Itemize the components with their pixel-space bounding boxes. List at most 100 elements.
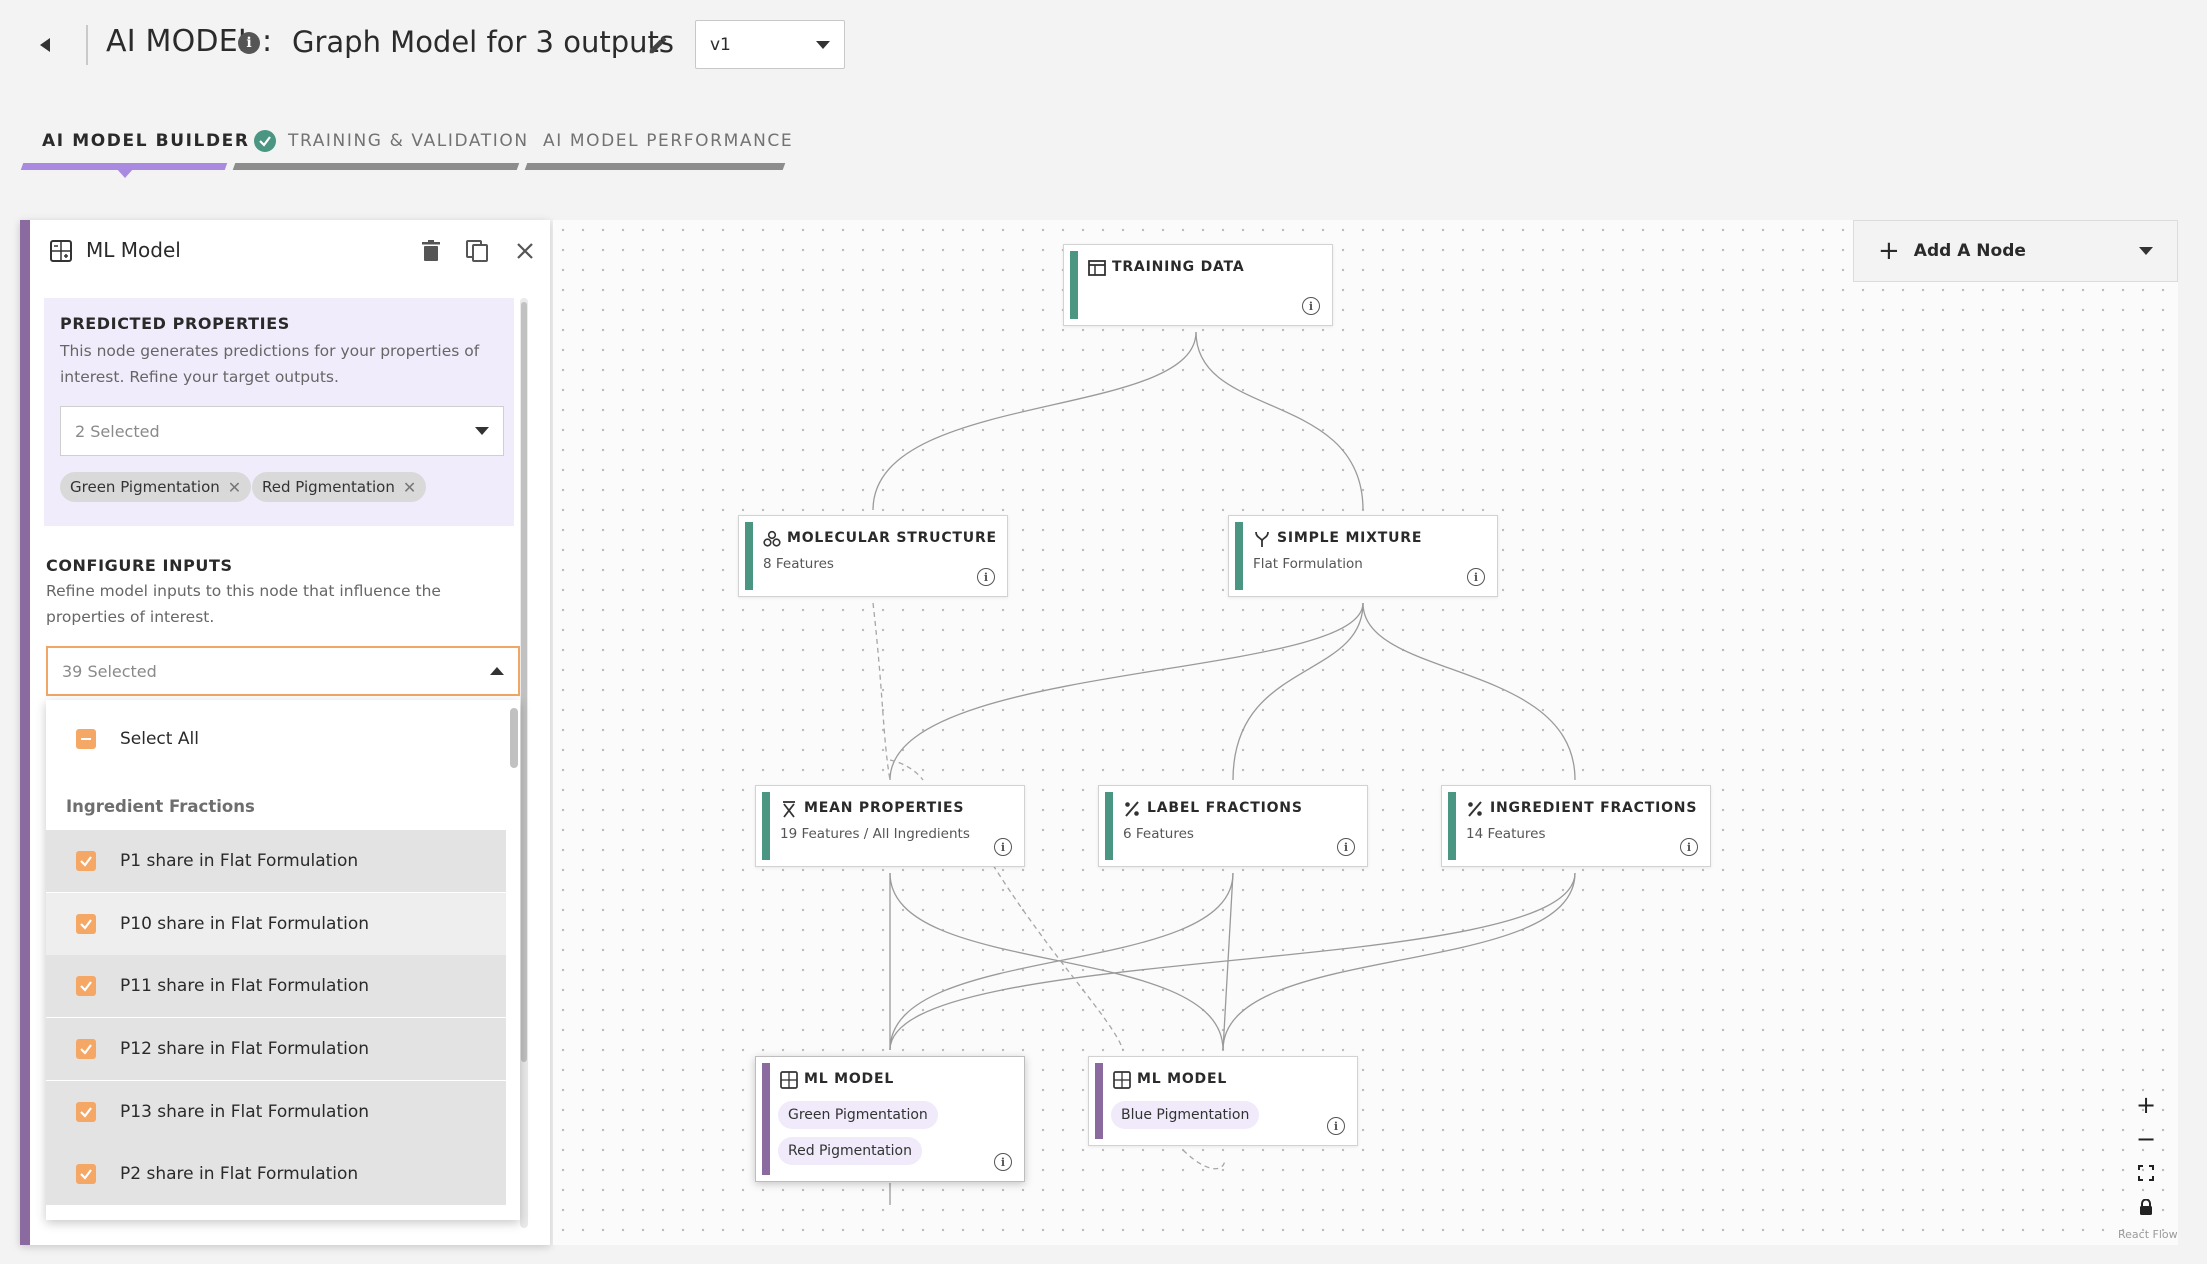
- chevron-down-icon: [816, 40, 830, 49]
- minus-icon: −: [2135, 1125, 2157, 1153]
- option-label: P10 share in Flat Formulation: [120, 914, 370, 934]
- page-title-prefix: AI MODEL: [106, 24, 255, 59]
- checkbox-checked-icon[interactable]: [76, 1102, 96, 1122]
- close-panel-button[interactable]: [510, 236, 540, 266]
- node-ingredient-fractions[interactable]: INGREDIENT FRACTIONS 14 Features i: [1441, 785, 1711, 867]
- node-accent: [1095, 1063, 1103, 1139]
- option-label: Select All: [120, 729, 199, 749]
- remove-chip-icon[interactable]: ✕: [227, 477, 242, 497]
- predicted-properties-select[interactable]: 2 Selected: [60, 406, 504, 456]
- section-title: PREDICTED PROPERTIES: [60, 314, 290, 333]
- node-training-data[interactable]: TRAINING DATA i: [1063, 244, 1333, 326]
- react-flow-attribution[interactable]: React Flow: [2118, 1228, 2178, 1241]
- option-group-label: Ingredient Fractions: [66, 797, 255, 816]
- checkbox-checked-icon[interactable]: [76, 914, 96, 934]
- edge: [889, 872, 1576, 1051]
- edge-dashed: [992, 864, 1124, 1051]
- node-ml-model[interactable]: ML MODEL Blue Pigmentation i: [1088, 1056, 1358, 1146]
- dropdown-scrollbar[interactable]: [510, 708, 518, 768]
- edge: [1222, 872, 1576, 1051]
- tab-indicator: [524, 163, 786, 170]
- list-item[interactable]: P2 share in Flat Formulation: [46, 1143, 506, 1205]
- node-title: TRAINING DATA: [1112, 259, 1245, 275]
- graph-canvas[interactable]: TRAINING DATA i MOLECULAR STRUCTURE 8 Fe…: [553, 220, 2178, 1245]
- back-arrow-icon: [40, 38, 50, 52]
- zoom-out-button[interactable]: −: [2128, 1122, 2164, 1156]
- section-description: Refine model inputs to this node that in…: [46, 582, 441, 626]
- edit-name-button[interactable]: [643, 30, 673, 60]
- edge: [889, 872, 1234, 1051]
- node-accent: [745, 522, 753, 590]
- chevron-up-icon: [490, 667, 504, 675]
- checkbox-checked-icon[interactable]: [76, 851, 96, 871]
- info-icon[interactable]: i: [994, 838, 1012, 856]
- node-simple-mixture[interactable]: SIMPLE MIXTURE Flat Formulation i: [1228, 515, 1498, 597]
- info-icon[interactable]: i: [1327, 1117, 1345, 1135]
- node-subtitle: 14 Features: [1466, 826, 1546, 842]
- info-icon[interactable]: i: [1337, 838, 1355, 856]
- tab-ai-model-performance[interactable]: AI MODEL PERFORMANCE: [543, 116, 793, 166]
- info-icon[interactable]: i: [1680, 838, 1698, 856]
- checkbox-indeterminate-icon[interactable]: [76, 729, 96, 749]
- info-icon[interactable]: i: [977, 568, 995, 586]
- select-all-option[interactable]: Select All: [46, 708, 506, 770]
- zoom-in-button[interactable]: +: [2128, 1088, 2164, 1122]
- list-item[interactable]: P1 share in Flat Formulation: [46, 830, 506, 892]
- mixture-icon: [1255, 531, 1269, 547]
- list-item[interactable]: P13 share in Flat Formulation: [46, 1081, 506, 1143]
- version-value: v1: [710, 34, 731, 55]
- list-item[interactable]: P10 share in Flat Formulation: [46, 893, 506, 955]
- list-item[interactable]: P12 share in Flat Formulation: [46, 1018, 506, 1080]
- node-title: ML MODEL: [804, 1071, 895, 1087]
- node-label-fractions[interactable]: LABEL FRACTIONS 6 Features i: [1098, 785, 1368, 867]
- info-icon[interactable]: i: [238, 32, 260, 54]
- node-subtitle: Flat Formulation: [1253, 556, 1363, 572]
- option-label: P13 share in Flat Formulation: [120, 1102, 370, 1122]
- node-title: LABEL FRACTIONS: [1147, 800, 1303, 816]
- configure-inputs-select[interactable]: 39 Selected: [46, 646, 520, 696]
- percent-icon: [1468, 801, 1482, 817]
- copy-icon: [466, 240, 488, 262]
- chevron-down-icon: [475, 427, 489, 435]
- panel-header: ML Model: [30, 220, 550, 280]
- header-divider: [86, 25, 88, 65]
- checkbox-checked-icon[interactable]: [76, 1164, 96, 1184]
- list-item[interactable]: P11 share in Flat Formulation: [46, 955, 506, 1017]
- mean-icon: [783, 801, 795, 818]
- plus-icon: +: [2135, 1091, 2157, 1119]
- node-ml-model-selected[interactable]: ML MODEL Green Pigmentation Red Pigmenta…: [755, 1056, 1025, 1182]
- tab-indicator: [232, 163, 520, 170]
- checkbox-checked-icon[interactable]: [76, 1039, 96, 1059]
- version-select[interactable]: v1: [695, 20, 845, 69]
- tab-ai-model-builder[interactable]: AI MODEL BUILDER: [42, 116, 250, 166]
- node-title: ML MODEL: [1137, 1071, 1228, 1087]
- lock-button[interactable]: [2128, 1190, 2164, 1224]
- node-accent: [1448, 792, 1456, 860]
- panel-scroll-thumb[interactable]: [521, 302, 527, 1062]
- node-molecular-structure[interactable]: MOLECULAR STRUCTURE 8 Features i: [738, 515, 1008, 597]
- section-title: CONFIGURE INPUTS: [46, 556, 233, 575]
- info-icon[interactable]: i: [1302, 297, 1320, 315]
- model-name: Graph Model for 3 outputs: [292, 25, 674, 59]
- back-button[interactable]: [30, 30, 60, 60]
- node-settings-panel: ML Model PREDICTED PROPERTIES This node …: [20, 220, 550, 1245]
- info-icon[interactable]: i: [1467, 568, 1485, 586]
- select-value: 2 Selected: [75, 421, 160, 441]
- fit-view-button[interactable]: [2128, 1156, 2164, 1190]
- node-accent: [1070, 251, 1078, 319]
- molecule-icon: [763, 530, 781, 547]
- tab-training-validation[interactable]: TRAINING & VALIDATION: [254, 116, 529, 166]
- node-title: SIMPLE MIXTURE: [1277, 530, 1423, 546]
- graph-edges: [872, 331, 1576, 1205]
- node-mean-properties[interactable]: MEAN PROPERTIES 19 Features / All Ingred…: [755, 785, 1025, 867]
- info-icon[interactable]: i: [994, 1153, 1012, 1171]
- add-node-dropdown[interactable]: + Add A Node: [1853, 220, 2178, 282]
- edge: [1232, 602, 1364, 781]
- node-chip: Red Pigmentation: [778, 1137, 922, 1165]
- duplicate-node-button[interactable]: [462, 236, 492, 266]
- checkbox-checked-icon[interactable]: [76, 976, 96, 996]
- node-chip: Blue Pigmentation: [1111, 1101, 1260, 1129]
- delete-node-button[interactable]: [416, 236, 446, 266]
- plus-icon: +: [1878, 236, 1900, 266]
- remove-chip-icon[interactable]: ✕: [402, 477, 417, 497]
